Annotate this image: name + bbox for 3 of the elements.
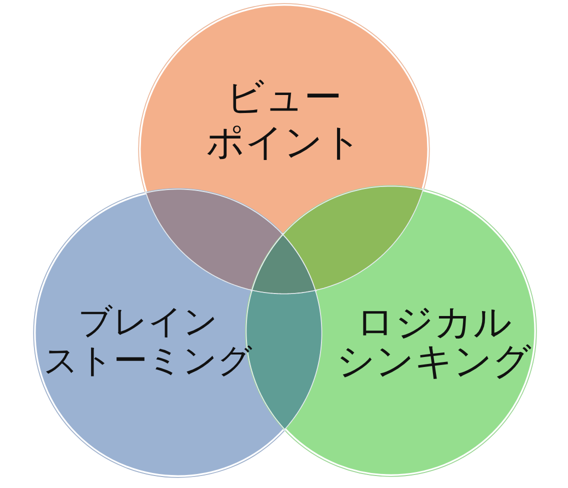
circle-label: ビューポイント <box>205 74 363 164</box>
circle-label: ロジカルシンキング <box>336 302 532 380</box>
circle-label: ブレインストーミング <box>42 302 254 380</box>
